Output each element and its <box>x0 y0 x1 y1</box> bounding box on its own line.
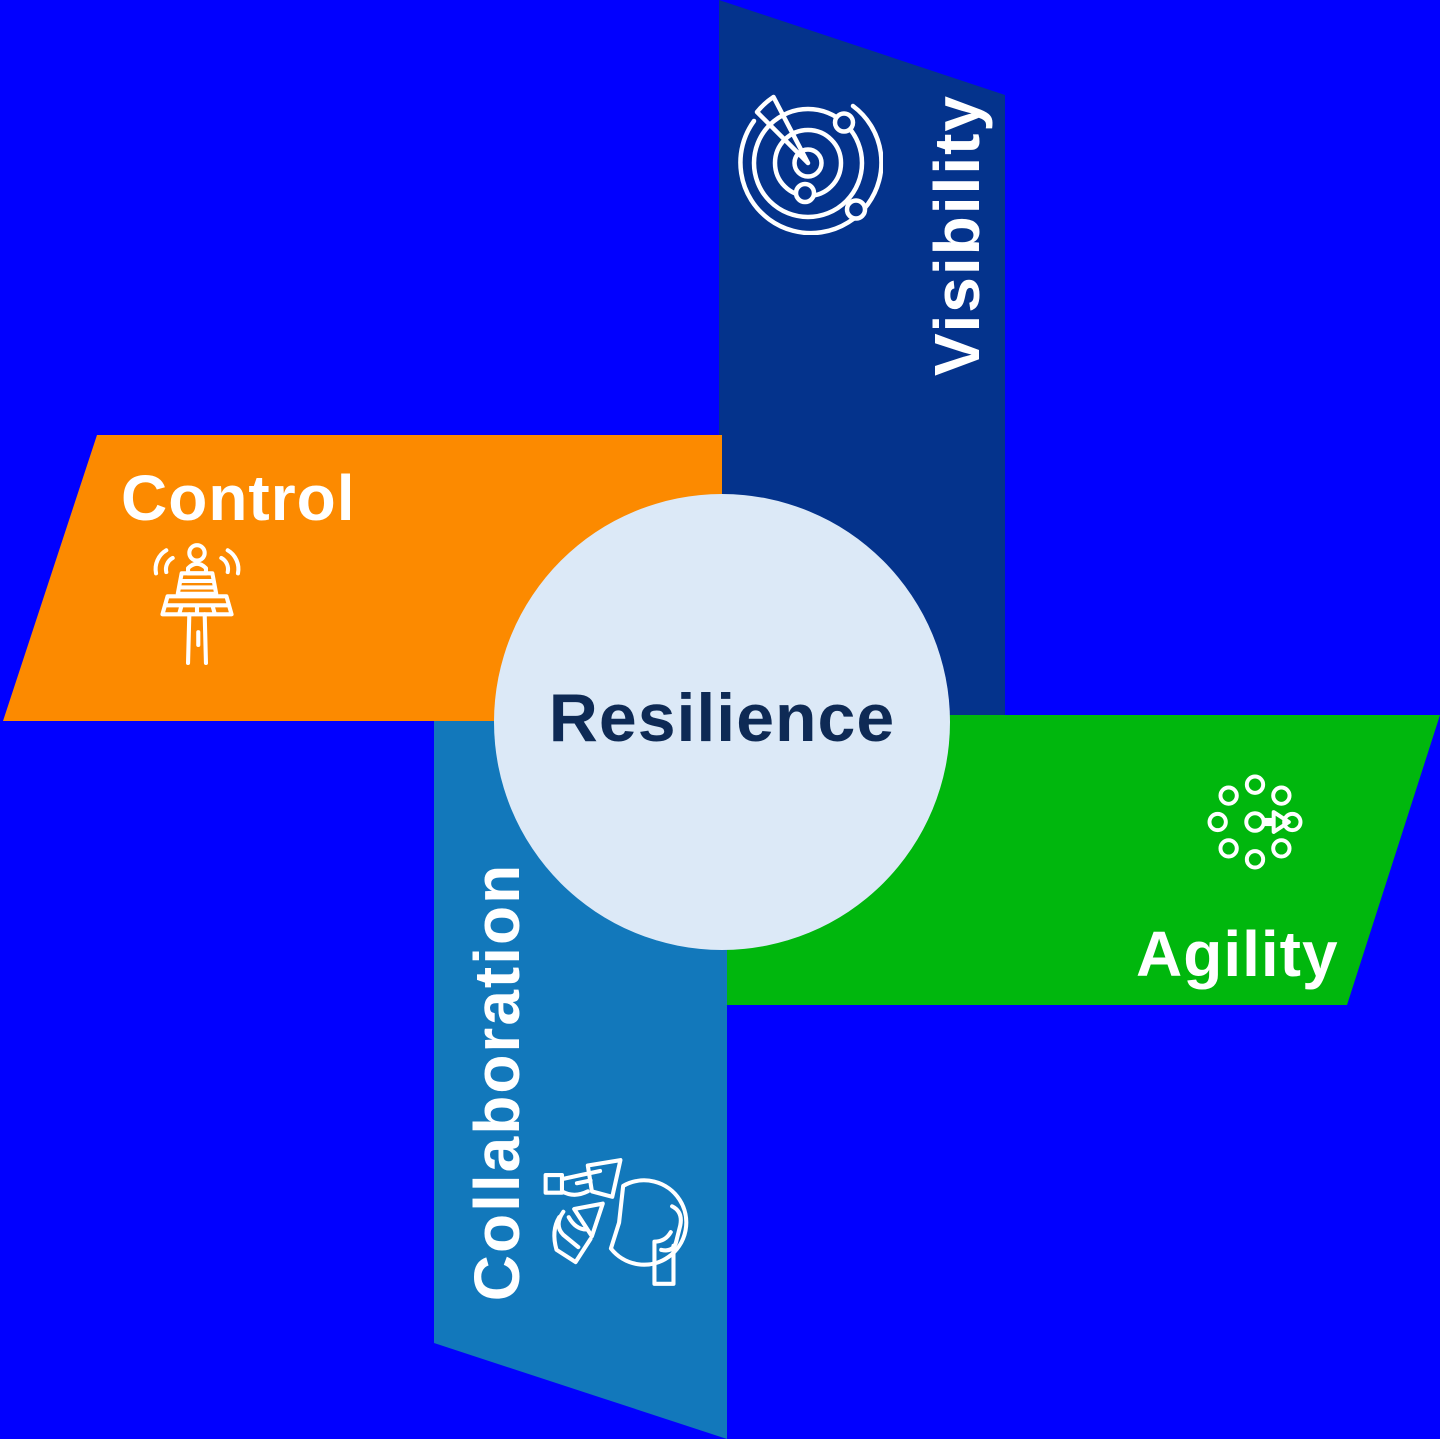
control-label: Control <box>121 462 356 534</box>
radar-icon <box>733 85 883 235</box>
resilience-title: Resilience <box>548 680 896 756</box>
center-circle: Resilience <box>494 494 950 950</box>
hands-sharing-globe-icon <box>540 1156 690 1292</box>
control-tower-icon <box>133 540 261 686</box>
circular-flow-arrow-icon <box>1185 752 1325 892</box>
visibility-label: Visibility <box>921 93 993 377</box>
collaboration-label: Collaboration <box>461 862 533 1302</box>
agility-label: Agility <box>1136 918 1339 990</box>
